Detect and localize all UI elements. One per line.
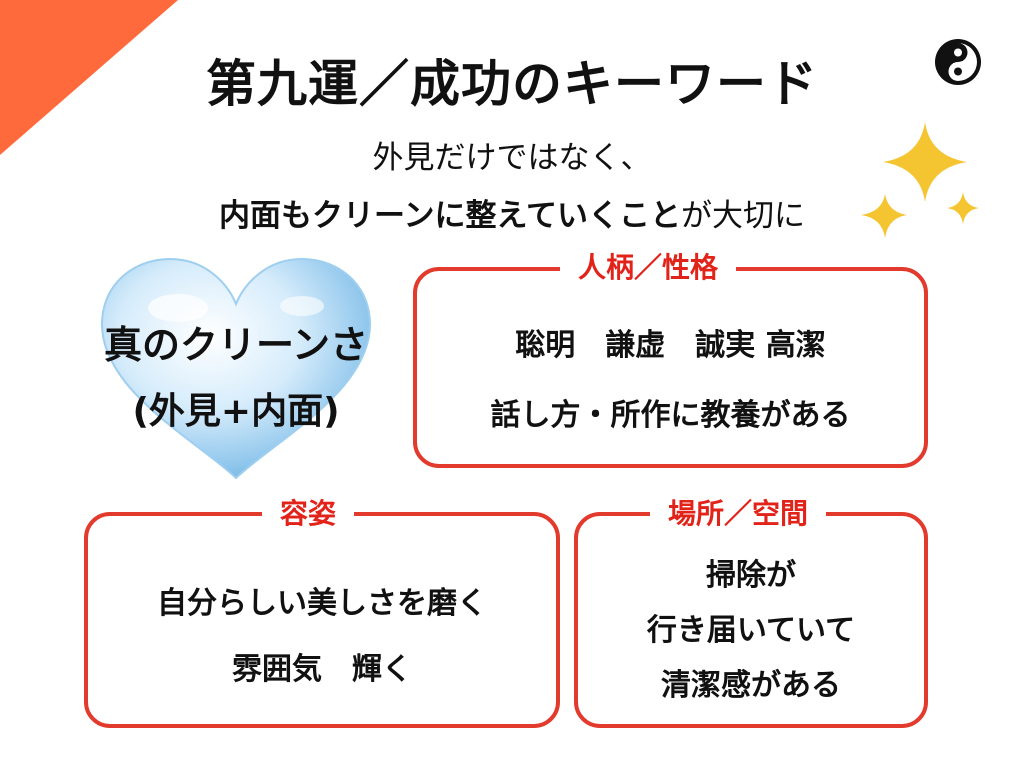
heart-subtitle: (外見+内面) bbox=[132, 391, 340, 432]
logo-icon bbox=[935, 39, 981, 85]
corner-triangle bbox=[0, 0, 178, 155]
place-line-3: 清潔感がある bbox=[661, 668, 841, 703]
heart-icon bbox=[100, 258, 372, 480]
subtitle-rest: が大切に bbox=[680, 198, 805, 234]
subtitle-line-1: 外見だけではなく、 bbox=[372, 140, 652, 176]
subtitle-line-2: 内面もクリーンに整えていくことが大切に bbox=[0, 190, 1024, 235]
place-line-2: 行き届いていて bbox=[646, 613, 856, 648]
character-box-label: 人柄／性格 bbox=[560, 250, 737, 286]
character-box bbox=[413, 267, 928, 468]
appearance-line-2: 雰囲気 輝く bbox=[232, 652, 412, 687]
character-line-2: 話し方・所作に教養がある bbox=[490, 398, 851, 433]
place-box-label: 場所／空間 bbox=[650, 496, 827, 532]
subtitle-emphasis: 内面もクリーンに整えていくこと bbox=[219, 198, 681, 234]
appearance-box-label: 容姿 bbox=[262, 496, 355, 532]
character-line-1: 聡明 謙虚 誠実 高潔 bbox=[515, 328, 826, 363]
heart-title: 真のクリーンさ bbox=[103, 323, 369, 367]
page-title: 第九運／成功のキーワード bbox=[206, 55, 818, 113]
place-line-1: 掃除が bbox=[706, 558, 796, 593]
sparkle-icon bbox=[861, 122, 979, 238]
appearance-line-1: 自分らしい美しさを磨く bbox=[157, 586, 487, 621]
